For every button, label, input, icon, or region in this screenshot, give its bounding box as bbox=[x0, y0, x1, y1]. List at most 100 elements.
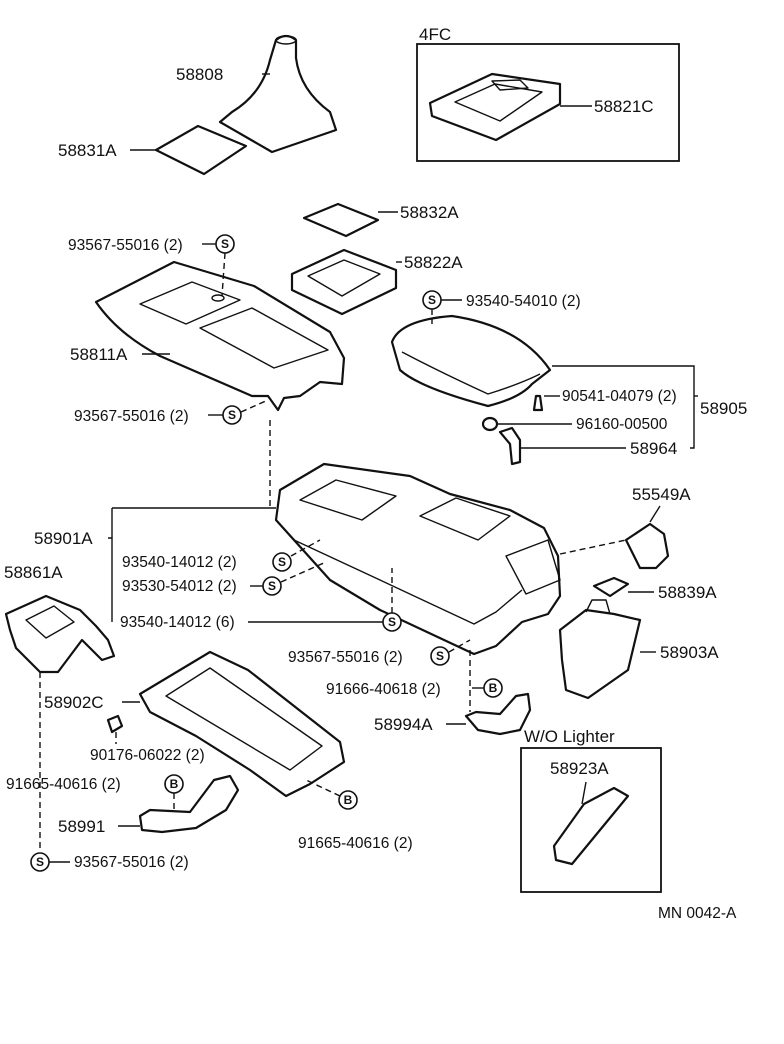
bezel-58821c bbox=[428, 72, 562, 142]
label-58901a: 58901A bbox=[34, 529, 93, 548]
pad-58832a bbox=[302, 202, 380, 238]
bezel-58821c-grille bbox=[491, 79, 529, 91]
dash-93567-mid bbox=[240, 399, 269, 413]
label-58821c: 58821C bbox=[594, 97, 654, 116]
inset-4fc: 4FC 58821C bbox=[416, 25, 680, 162]
svg-text:S: S bbox=[278, 555, 286, 569]
shift-boot-group: 58808 58831A bbox=[58, 34, 338, 176]
svg-text:B: B bbox=[489, 681, 498, 695]
svg-text:S: S bbox=[36, 855, 44, 869]
armrest-lid bbox=[390, 314, 552, 408]
dash-91665-right bbox=[305, 779, 341, 797]
armrest-lid-seam bbox=[401, 351, 541, 395]
label-90176-06022: 90176-06022 (2) bbox=[90, 747, 205, 764]
bracket-58861a-group: 58861A bbox=[4, 563, 116, 850]
shift-boot-top bbox=[275, 35, 297, 45]
console-body-lighter-opening bbox=[505, 539, 561, 595]
bracket-58861a bbox=[4, 594, 116, 674]
svg-text:S: S bbox=[436, 649, 444, 663]
label-58964: 58964 bbox=[630, 439, 677, 458]
dash-93567-low bbox=[448, 639, 471, 653]
svg-text:S: S bbox=[228, 408, 236, 422]
dash-93530 bbox=[280, 561, 327, 583]
bolt-symbol-91666: B bbox=[483, 678, 503, 698]
dash-93540-14012-2 bbox=[290, 539, 321, 557]
upper-console-58811a-hole bbox=[211, 294, 225, 302]
label-58822a: 58822A bbox=[404, 253, 463, 272]
cover-58839a bbox=[592, 576, 630, 598]
bracket-58994a-group: B 91666-40618 (2) 58994A bbox=[326, 650, 532, 736]
label-58832a: 58832A bbox=[400, 203, 459, 222]
screw-symbol-93540-14012-2: S bbox=[272, 552, 292, 572]
label-58839a: 58839A bbox=[658, 583, 717, 602]
console-body-edge bbox=[293, 539, 523, 625]
inset-wo-lighter-frame bbox=[520, 747, 662, 893]
label-58903a: 58903A bbox=[660, 643, 719, 662]
bracket-58994a bbox=[464, 692, 532, 736]
screw-symbol-mid: S bbox=[222, 405, 242, 425]
upper-console-58811a-tray bbox=[139, 281, 241, 325]
bracket-58991-group: B 91665-40616 (2) 58991 S 93567-55016 (2… bbox=[6, 774, 240, 872]
inset-4fc-frame bbox=[416, 43, 680, 162]
frame-58902c-inner bbox=[165, 667, 323, 771]
cover-58923a bbox=[552, 786, 630, 866]
svg-text:S: S bbox=[221, 237, 229, 251]
diagram-code: MN 0042-A bbox=[658, 905, 737, 922]
frame-58902c-group: 58902C 90176-06022 (2) B 91665-40616 (2) bbox=[44, 650, 413, 852]
ashtray-group: 58839A 58903A bbox=[558, 576, 719, 700]
tray-group: 58832A 58822A bbox=[290, 202, 463, 316]
svg-text:S: S bbox=[428, 293, 436, 307]
inset-wo-lighter-title: W/O Lighter bbox=[524, 727, 615, 746]
inset-4fc-title: 4FC bbox=[419, 25, 451, 44]
lighter-group: 55549A bbox=[559, 485, 691, 570]
armrest-group: S 93540-54010 (2) 90541-04079 (2) 96160-… bbox=[390, 290, 747, 466]
screw-symbol-top: S bbox=[215, 234, 235, 254]
leader-55549a bbox=[649, 505, 661, 523]
screw-symbol-93530-54012: S bbox=[262, 576, 282, 596]
screw-symbol-93567-low: S bbox=[430, 646, 450, 666]
bolt-symbol-91665-right: B bbox=[338, 790, 358, 810]
label-93567-55016-mid: 93567-55016 (2) bbox=[74, 408, 189, 425]
upper-console-58811a-well bbox=[199, 307, 329, 369]
upper-console-group: 58811A S 93567-55016 (2) S 93567-55016 (… bbox=[68, 234, 346, 425]
label-93540-14012-6: 93540-14012 (6) bbox=[120, 614, 235, 631]
label-93567-55016-top: 93567-55016 (2) bbox=[68, 237, 183, 254]
upper-console-58811a bbox=[94, 260, 346, 412]
bracket-58901a bbox=[108, 537, 113, 622]
console-body-58901a bbox=[274, 462, 562, 656]
inset-wo-lighter: W/O Lighter 58923A bbox=[520, 727, 662, 893]
tray-58822a-inner bbox=[307, 259, 381, 297]
label-58994a: 58994A bbox=[374, 715, 433, 734]
tray-58822a bbox=[290, 248, 398, 316]
label-91665-40616-right: 91665-40616 (2) bbox=[298, 835, 413, 852]
label-58861a: 58861A bbox=[4, 563, 63, 582]
nut-90176 bbox=[106, 714, 124, 734]
bezel-58821c-opening bbox=[454, 83, 543, 122]
bolt-symbol-91665-left: B bbox=[164, 774, 184, 794]
label-91665-40616-left: 91665-40616 (2) bbox=[6, 776, 121, 793]
console-body-group: 58901A S 93540-14012 (2) S 93530-54012 (… bbox=[34, 420, 562, 666]
label-93567-55016-low: 93567-55016 (2) bbox=[288, 649, 403, 666]
svg-text:S: S bbox=[268, 579, 276, 593]
ashtray-58903a bbox=[558, 608, 642, 700]
shift-boot-58808 bbox=[218, 34, 338, 154]
screw-symbol-93567-bottom: S bbox=[30, 852, 50, 872]
label-58831a: 58831A bbox=[58, 141, 117, 160]
svg-text:B: B bbox=[344, 793, 353, 807]
svg-text:B: B bbox=[170, 777, 179, 791]
label-93540-54010: 93540-54010 (2) bbox=[466, 293, 581, 310]
clip-90541 bbox=[532, 394, 544, 412]
cushion-96160 bbox=[481, 416, 499, 432]
lighter-55549a bbox=[624, 522, 670, 570]
latch-58964 bbox=[498, 426, 522, 466]
label-58902c: 58902C bbox=[44, 693, 104, 712]
dash-93567-top bbox=[221, 252, 226, 297]
label-93530-54012: 93530-54012 (2) bbox=[122, 578, 237, 595]
label-91666-40618: 91666-40618 (2) bbox=[326, 681, 441, 698]
label-58923a: 58923A bbox=[550, 759, 609, 778]
label-90541-04079: 90541-04079 (2) bbox=[562, 388, 677, 405]
label-93567-55016-bottom: 93567-55016 (2) bbox=[74, 854, 189, 871]
label-58811a: 58811A bbox=[70, 345, 128, 364]
leader-58923a bbox=[581, 781, 587, 805]
